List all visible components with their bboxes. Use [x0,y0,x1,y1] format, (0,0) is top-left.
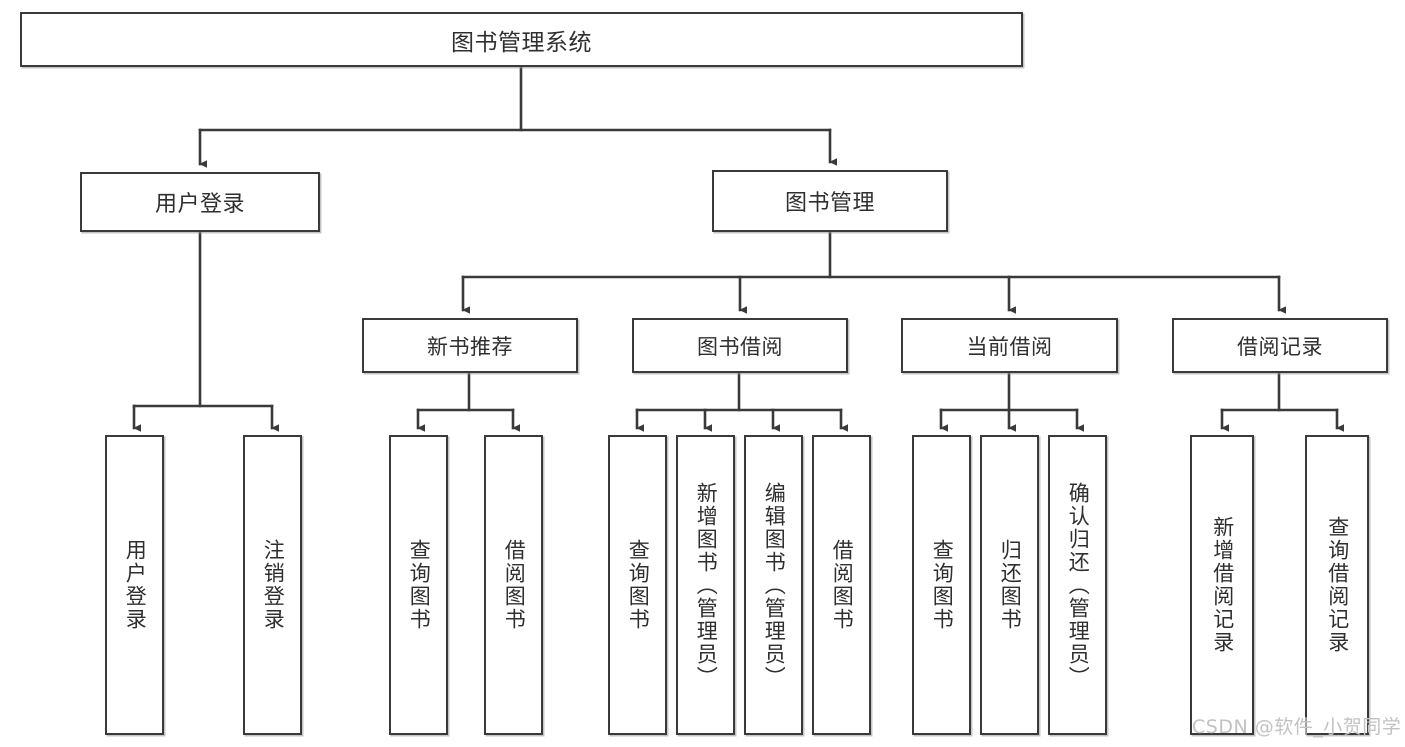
leaf-borrow-book[interactable]: 借阅图书 [812,435,871,735]
node-label: 图书借阅 [697,334,783,359]
csdn-watermark: CSDN @软件_小贺同学 [1192,716,1402,738]
leaf-add-book-admin[interactable]: 新增图书（管理员） [676,435,735,735]
node-label: 新增借阅记录 [1210,516,1235,654]
leaf-query-book-recommend[interactable]: 查询图书 [389,435,448,735]
leaf-query-book-borrow[interactable]: 查询图书 [608,435,667,735]
node-label: 用户登录 [154,192,245,217]
node-label: 编辑图书（管理员） [762,481,787,689]
node-root-system[interactable]: 图书管理系统 [20,12,1023,67]
node-label: 查询借阅记录 [1325,516,1350,654]
leaf-query-borrow-record[interactable]: 查询借阅记录 [1305,435,1369,735]
node-current-borrow[interactable]: 当前借阅 [901,318,1118,373]
leaf-edit-book-admin[interactable]: 编辑图书（管理员） [744,435,803,735]
node-label: 借阅图书 [830,539,855,631]
node-book-borrow[interactable]: 图书借阅 [632,318,848,373]
leaf-add-borrow-record[interactable]: 新增借阅记录 [1190,435,1254,735]
leaf-return-book[interactable]: 归还图书 [980,435,1039,735]
leaf-query-book-current[interactable]: 查询图书 [912,435,971,735]
node-label: 查询图书 [626,539,651,631]
node-new-book-recommend[interactable]: 新书推荐 [362,318,578,373]
node-label: 归还图书 [998,539,1023,631]
node-label: 借阅记录 [1237,334,1323,359]
node-label: 图书管理系统 [451,29,592,56]
node-label: 当前借阅 [966,334,1053,359]
node-label: 查询图书 [930,539,955,631]
leaf-borrow-book-recommend[interactable]: 借阅图书 [484,435,543,735]
node-label: 新增图书（管理员） [694,481,719,689]
node-label: 确认归还（管理员） [1066,481,1091,689]
node-label: 注销登录 [261,539,286,631]
node-borrow-record[interactable]: 借阅记录 [1172,318,1388,373]
leaf-logout-login[interactable]: 注销登录 [243,435,302,735]
node-label: 图书管理 [784,191,875,216]
node-label: 查询图书 [407,539,432,631]
node-label: 新书推荐 [427,334,513,359]
leaf-user-login[interactable]: 用户登录 [105,435,164,735]
node-user-login[interactable]: 用户登录 [80,172,320,232]
node-book-management[interactable]: 图书管理 [712,170,948,232]
leaf-confirm-return-admin[interactable]: 确认归还（管理员） [1048,435,1107,735]
node-label: 借阅图书 [502,539,527,631]
node-label: 用户登录 [123,539,148,631]
